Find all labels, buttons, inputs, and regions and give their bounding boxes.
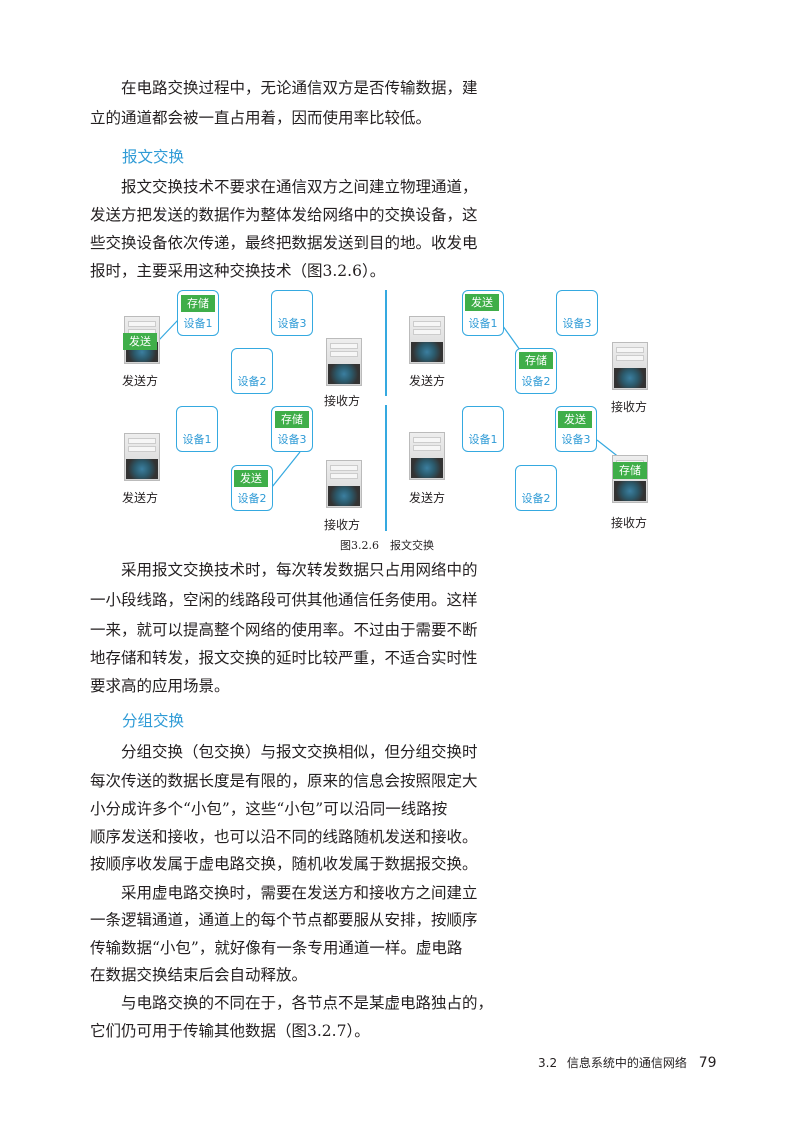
transfer-link bbox=[271, 451, 301, 488]
device-label: 设备3 bbox=[277, 433, 307, 446]
footer-title: 信息系统中的通信网络 bbox=[566, 1056, 687, 1070]
paragraph-3-line: 一来，就可以提高整个网络的使用率。不过由于需要不断 bbox=[90, 621, 478, 639]
paragraph-6-line: 与电路交换的不同在于，各节点不是某虚电路独占的， bbox=[90, 994, 494, 1012]
device-1-box: 设备1 bbox=[462, 406, 504, 452]
sender-server-icon bbox=[409, 316, 445, 364]
device-label: 设备1 bbox=[468, 433, 498, 446]
device-label: 设备3 bbox=[277, 317, 307, 330]
receiver-server-icon bbox=[326, 460, 362, 508]
page-footer: 3.2 信息系统中的通信网络 79 bbox=[538, 1054, 717, 1071]
device-3-box: 设备3 bbox=[556, 290, 598, 336]
sender-server-icon bbox=[124, 433, 160, 481]
section-heading-packet-switching: 分组交换 bbox=[122, 712, 185, 730]
paragraph-4-line: 每次传送的数据长度是有限的，原来的信息会按照限定大 bbox=[90, 772, 478, 790]
paragraph-4-line: 按顺序收发属于虚电路交换，随机收发属于数据报交换。 bbox=[90, 855, 478, 873]
device-label: 设备2 bbox=[237, 492, 267, 505]
paragraph-1-line: 在电路交换过程中，无论通信双方是否传输数据，建 bbox=[90, 79, 478, 97]
sender-server-icon bbox=[409, 432, 445, 480]
sender-label: 发送方 bbox=[122, 491, 159, 505]
paragraph-3-line: 一小段线路，空闲的线路段可供其他通信任务使用。这样 bbox=[90, 591, 478, 609]
store-badge: 存储 bbox=[275, 411, 309, 428]
store-badge: 存储 bbox=[181, 295, 215, 312]
paragraph-2-line: 报文交换技术不要求在通信双方之间建立物理通道， bbox=[90, 178, 478, 196]
paragraph-3-line: 采用报文交换技术时，每次转发数据只占用网络中的 bbox=[90, 561, 478, 579]
paragraph-5-line: 在数据交换结束后会自动释放。 bbox=[90, 966, 308, 984]
sender-label: 发送方 bbox=[122, 374, 159, 388]
receiver-label: 接收方 bbox=[611, 516, 648, 530]
paragraph-4-line: 分组交换（包交换）与报文交换相似，但分组交换时 bbox=[90, 743, 478, 761]
device-label: 设备1 bbox=[183, 317, 213, 330]
paragraph-4-line: 小分成许多个“小包”，这些“小包”可以沿同一线路按 bbox=[90, 800, 448, 818]
device-label: 设备2 bbox=[237, 375, 267, 388]
paragraph-5-line: 传输数据“小包”，就好像有一条专用通道一样。虚电路 bbox=[90, 939, 463, 957]
device-2-box: 设备2 bbox=[231, 348, 273, 394]
device-1-box: 设备1 bbox=[176, 406, 218, 452]
paragraph-5-line: 采用虚电路交换时，需要在发送方和接收方之间建立 bbox=[90, 884, 478, 902]
paragraph-2-line: 些交换设备依次传递，最终把数据发送到目的地。收发电 bbox=[90, 234, 478, 252]
send-badge: 发送 bbox=[123, 333, 157, 350]
figure-caption: 图3.2.6 报文交换 bbox=[340, 539, 434, 552]
paragraph-3-line: 地存储和转发，报文交换的延时比较严重，不适合实时性 bbox=[90, 649, 478, 667]
paragraph-2-line: 发送方把发送的数据作为整体发给网络中的交换设备，这 bbox=[90, 206, 478, 224]
footer-section: 3.2 bbox=[538, 1056, 558, 1070]
paragraph-5-line: 一条逻辑通道，通道上的每个节点都要服从安排，按顺序 bbox=[90, 911, 478, 929]
paragraph-4-line: 顺序发送和接收，也可以沿不同的线路随机发送和接收。 bbox=[90, 828, 478, 846]
send-badge: 发送 bbox=[234, 470, 268, 487]
section-heading-message-switching: 报文交换 bbox=[122, 148, 185, 166]
store-badge: 存储 bbox=[519, 352, 553, 369]
device-label: 设备2 bbox=[521, 375, 551, 388]
send-badge: 发送 bbox=[558, 411, 592, 428]
device-label: 设备3 bbox=[562, 317, 592, 330]
paragraph-6-line: 它们仍可用于传输其他数据（图3.2.7）。 bbox=[90, 1022, 370, 1040]
sender-label: 发送方 bbox=[409, 491, 446, 505]
device-label: 设备2 bbox=[521, 492, 551, 505]
receiver-label: 接收方 bbox=[324, 518, 361, 532]
receiver-label: 接收方 bbox=[324, 394, 361, 408]
paragraph-1-line: 立的通道都会被一直占用着，因而使用率比较低。 bbox=[90, 109, 432, 127]
receiver-server-icon bbox=[326, 338, 362, 386]
receiver-label: 接收方 bbox=[611, 400, 648, 414]
panel-divider bbox=[385, 290, 387, 396]
send-badge: 发送 bbox=[465, 294, 499, 311]
panel-divider bbox=[385, 405, 387, 531]
paragraph-2-line: 报时，主要采用这种交换技术（图3.2.6）。 bbox=[90, 262, 386, 280]
paragraph-3-line: 要求高的应用场景。 bbox=[90, 677, 230, 695]
page-number: 79 bbox=[698, 1055, 717, 1071]
store-badge: 存储 bbox=[613, 462, 647, 479]
device-2-box: 设备2 bbox=[515, 465, 557, 511]
device-label: 设备1 bbox=[182, 433, 212, 446]
device-3-box: 设备3 bbox=[271, 290, 313, 336]
connection-lines bbox=[158, 319, 626, 488]
device-label: 设备1 bbox=[468, 317, 498, 330]
device-label: 设备3 bbox=[561, 433, 591, 446]
transfer-link bbox=[158, 319, 179, 341]
receiver-server-icon bbox=[612, 342, 648, 390]
sender-label: 发送方 bbox=[409, 374, 446, 388]
